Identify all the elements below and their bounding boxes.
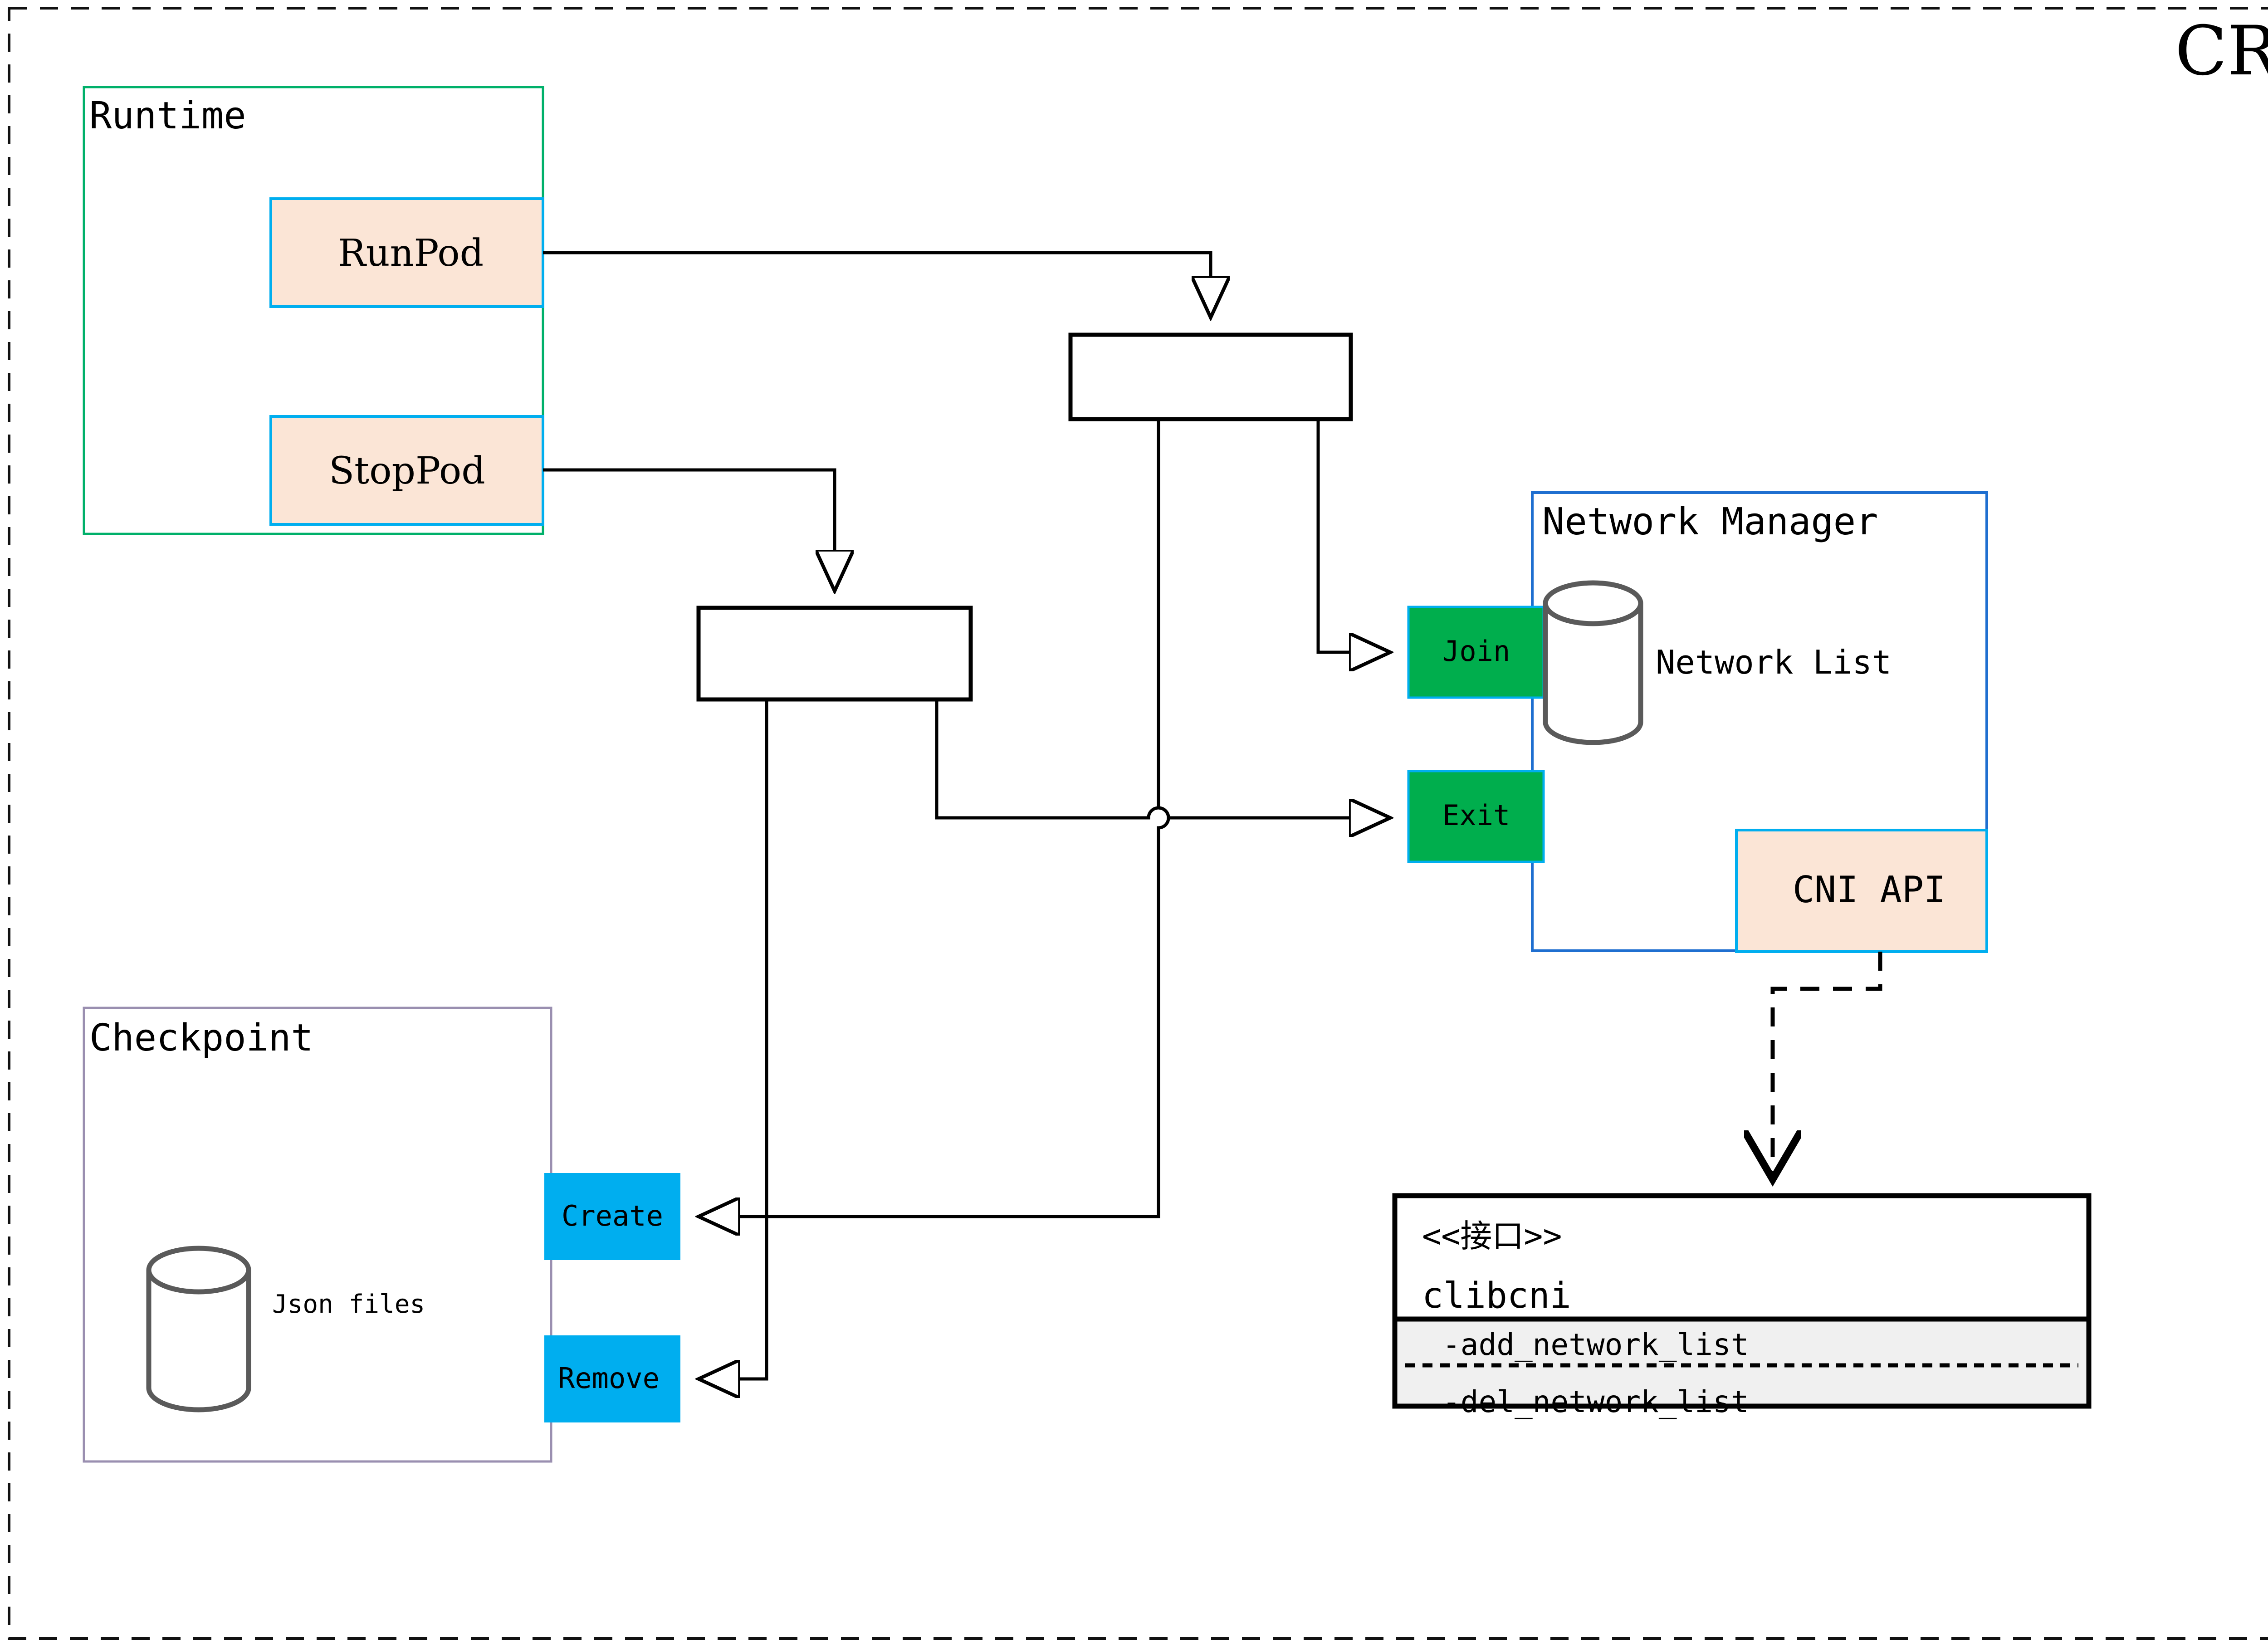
node-stoppod-box[interactable] xyxy=(269,415,544,526)
node-cniapi-box[interactable] xyxy=(1735,829,1988,953)
page-title: CRI xyxy=(2175,12,2268,91)
cylinder-json-files-label: Json files xyxy=(272,1290,425,1319)
node-join-box[interactable] xyxy=(1407,606,1545,699)
interface-name: clibcni xyxy=(1422,1276,1571,1316)
edge-bar-top-to-create xyxy=(699,419,1170,1227)
interface-stereotype: <<接口>> xyxy=(1422,1217,1562,1255)
node-remove-label: Remove xyxy=(558,1362,660,1395)
edge-stoppod-to-bar-bottom xyxy=(543,468,835,591)
edge-bar-bottom-to-exit xyxy=(935,699,1390,818)
group-checkpoint-label: Checkpoint xyxy=(89,1017,313,1060)
cylinder-network-list-icon xyxy=(1543,580,1643,745)
node-join-label: Join xyxy=(1442,635,1510,668)
node-create-box[interactable] xyxy=(544,1173,680,1260)
group-runtime xyxy=(83,86,544,535)
node-cniapi-label: CNI API xyxy=(1793,869,1946,911)
cylinder-json-files-icon xyxy=(146,1246,251,1412)
node-stoppod-label: StopPod xyxy=(329,450,485,493)
group-runtime-label: Runtime xyxy=(89,94,246,137)
edge-bar-top-to-join xyxy=(1316,419,1390,652)
node-exit-label: Exit xyxy=(1442,799,1510,832)
cylinder-network-list-label: Network List xyxy=(1656,643,1892,681)
edge-cniapi-to-clibcni xyxy=(1773,952,1882,1179)
node-create-label: Create xyxy=(562,1199,663,1232)
edge-bar-bottom-to-remove xyxy=(699,699,768,1379)
node-remove-box[interactable] xyxy=(544,1335,680,1422)
group-checkpoint xyxy=(83,1007,552,1463)
interface-clibcni-outline xyxy=(1392,1193,2092,1409)
interface-clibcni-methods-panel xyxy=(1395,1319,2089,1406)
connector-bar-bottom xyxy=(696,606,973,702)
group-network-manager-label: Network Manager xyxy=(1542,500,1878,543)
connector-bar-top xyxy=(1068,332,1353,421)
node-runpod-box[interactable] xyxy=(269,197,544,308)
node-exit-box[interactable] xyxy=(1407,770,1545,863)
edge-runpod-to-bar-top xyxy=(543,251,1211,318)
interface-method-0: -add_network_list xyxy=(1442,1327,1749,1362)
node-runpod-label: RunPod xyxy=(338,232,484,275)
interface-method-1: -del_network_list xyxy=(1442,1384,1749,1419)
